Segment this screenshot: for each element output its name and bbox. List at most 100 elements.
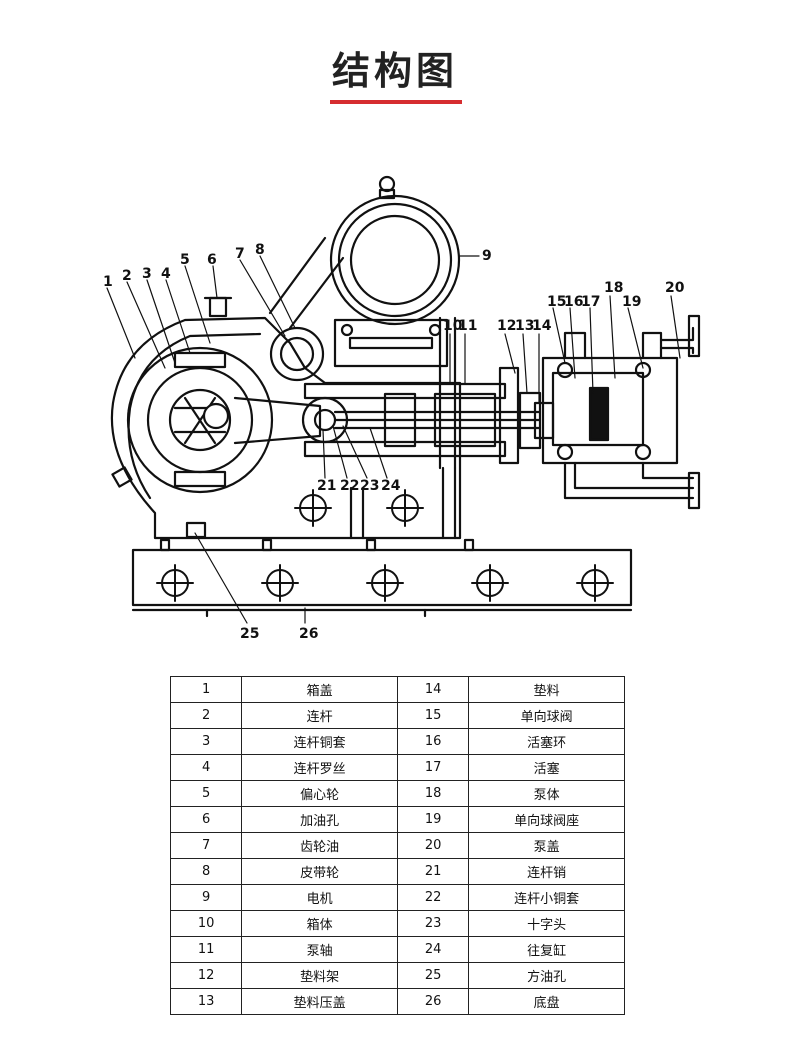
callout-11: 11 [458,318,477,334]
callout-21: 21 [317,478,336,494]
callout-24: 24 [381,478,401,494]
part-name-cell: 连杆小铜套 [468,884,625,911]
eccentric-wheel [126,346,274,494]
part-name-cell: 垫料架 [241,962,398,989]
part-name-cell: 连杆罗丝 [241,754,398,781]
callout-17: 17 [581,294,600,310]
part-name-cell: 泵轴 [241,936,398,963]
part-number-cell: 6 [169,806,243,833]
part-number-cell: 16 [396,728,470,755]
callout-12: 12 [497,318,516,334]
part-name-cell: 泵体 [468,780,625,807]
part-number-cell: 12 [169,962,243,989]
part-name-cell: 方油孔 [468,962,625,989]
part-number-cell: 21 [396,858,470,885]
part-number-cell: 26 [396,988,470,1015]
part-number-cell: 19 [396,806,470,833]
callout-13: 13 [515,318,534,334]
part-name-cell: 活塞环 [468,728,625,755]
belt-pulley [268,236,345,382]
callout-25: 25 [240,626,259,642]
part-name-cell: 加油孔 [241,806,398,833]
part-number-cell: 25 [396,962,470,989]
callout-5: 5 [180,252,190,268]
part-name-cell: 电机 [241,884,398,911]
page-title: 结构图 [331,49,458,93]
part-number-cell: 20 [396,832,470,859]
part-number-cell: 2 [169,702,243,729]
callout-6: 6 [207,252,217,268]
part-number-cell: 5 [169,780,243,807]
title-underline [330,100,462,104]
part-name-cell: 泵盖 [468,832,625,859]
part-number-cell: 18 [396,780,470,807]
part-number-cell: 14 [396,676,470,703]
callout-8: 8 [255,242,265,258]
part-number-cell: 3 [169,728,243,755]
part-number-cell: 13 [169,988,243,1015]
part-name-cell: 连杆 [241,702,398,729]
callout-7: 7 [235,246,245,262]
part-name-cell: 活塞 [468,754,625,781]
callout-14: 14 [532,318,552,334]
part-name-cell: 偏心轮 [241,780,398,807]
callout-15: 15 [547,294,566,310]
part-number-cell: 17 [396,754,470,781]
part-name-cell: 垫料 [468,676,625,703]
callout-4: 4 [161,266,171,282]
part-number-cell: 4 [169,754,243,781]
callout-10: 10 [443,318,463,334]
part-number-cell: 9 [169,884,243,911]
callout-2: 2 [122,268,132,284]
part-number-cell: 10 [169,910,243,937]
part-name-cell: 往复缸 [468,936,625,963]
crosshead-assembly [294,316,542,540]
base-plate [131,538,633,618]
part-name-cell: 单向球阀座 [468,806,625,833]
part-name-cell: 连杆铜套 [241,728,398,755]
callout-26: 26 [299,626,318,642]
part-name-cell: 连杆销 [468,858,625,885]
part-number-cell: 11 [169,936,243,963]
part-name-cell: 箱体 [241,910,398,937]
part-number-cell: 1 [169,676,243,703]
part-name-cell: 十字头 [468,910,625,937]
part-number-cell: 8 [169,858,243,885]
callout-22: 22 [340,478,359,494]
pump-body [533,314,701,510]
part-number-cell: 24 [396,936,470,963]
part-name-cell: 单向球阀 [468,702,625,729]
callout-23: 23 [360,478,379,494]
part-number-cell: 15 [396,702,470,729]
callout-20: 20 [665,280,685,296]
part-name-cell: 齿轮油 [241,832,398,859]
callout-9: 9 [482,248,492,264]
callout-18: 18 [604,280,623,296]
part-name-cell: 皮带轮 [241,858,398,885]
callout-1: 1 [103,274,113,290]
callout-leaders [106,255,681,624]
part-name-cell: 箱盖 [241,676,398,703]
part-name-cell: 垫料压盖 [241,988,398,1015]
part-number-cell: 22 [396,884,470,911]
part-number-cell: 23 [396,910,470,937]
gearbox-housing [110,296,462,540]
callout-16: 16 [564,294,583,310]
callout-19: 19 [622,294,641,310]
callout-3: 3 [142,266,152,282]
part-name-cell: 底盘 [468,988,625,1015]
